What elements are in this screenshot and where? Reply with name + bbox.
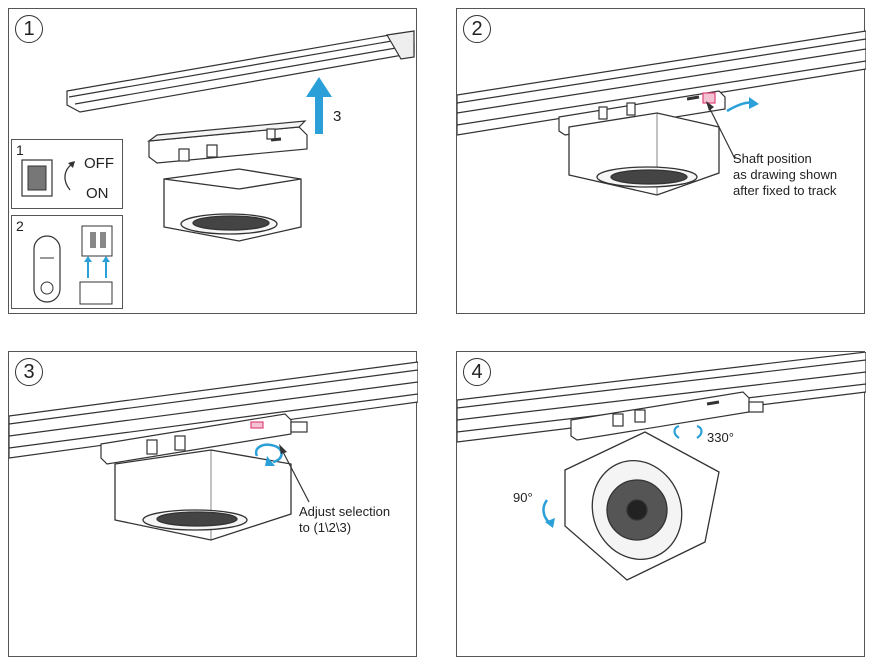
shaft-note-line-1: Shaft position <box>733 151 812 166</box>
step-3-number: 3 <box>15 358 43 386</box>
adapter-inset-number: 2 <box>16 218 24 234</box>
on-label: ON <box>86 185 109 202</box>
adapter-drawing <box>33 225 113 305</box>
step-3-panel: 3 Adjust selection to (1\2\3) <box>8 351 418 657</box>
off-label: OFF <box>84 155 114 172</box>
adjust-note-line-2: to (1\2\3) <box>299 520 352 535</box>
track-rail <box>457 352 866 443</box>
step-4-number: 4 <box>463 358 491 386</box>
rotate-angle-label: 330° <box>707 430 734 445</box>
luminaire-body <box>568 112 720 196</box>
step-2-number: 2 <box>463 15 491 43</box>
step-4-panel: 4 90° 330° <box>456 351 866 657</box>
step-1-number: 1 <box>15 15 43 43</box>
step-3-illustration <box>9 361 418 541</box>
step-1-panel: 1 3 <box>8 8 417 314</box>
rotate-right-icon <box>696 424 703 439</box>
step-4-illustration <box>457 352 866 581</box>
luminaire-body <box>564 431 720 581</box>
lift-arrow <box>306 77 332 134</box>
track-rail <box>9 361 418 459</box>
track-rail <box>66 30 415 113</box>
rotate-left-icon <box>673 424 680 439</box>
luminaire-body <box>114 449 292 541</box>
track-adapter <box>570 391 764 441</box>
adjust-note-line-1: Adjust selection <box>299 504 391 519</box>
switch-inset: 1 OFF ON <box>11 139 123 209</box>
track-rail <box>457 30 866 136</box>
callout-line <box>706 102 736 160</box>
step-2-panel: 2 Shaft position as drawing shown after … <box>456 8 866 314</box>
tilt-angle-label: 90° <box>513 490 533 505</box>
toggle-arrow-icon <box>64 163 73 191</box>
shaft-note-line-3: after fixed to track <box>733 183 837 198</box>
switch-drawing <box>21 159 75 197</box>
rotate-arrow-icon <box>254 443 283 464</box>
step-3-label: 3 <box>333 108 342 125</box>
luminaire-body <box>163 168 302 242</box>
track-adapter <box>100 413 308 465</box>
adapter-inset: 2 <box>11 215 123 309</box>
switch-inset-number: 1 <box>16 142 24 158</box>
step-1-illustration <box>66 30 415 242</box>
track-adapter <box>146 120 308 164</box>
shaft-highlight <box>702 92 716 104</box>
step-2-illustration <box>457 30 866 196</box>
callout-line <box>280 447 310 503</box>
shaft-note-line-2: as drawing shown <box>733 167 838 182</box>
